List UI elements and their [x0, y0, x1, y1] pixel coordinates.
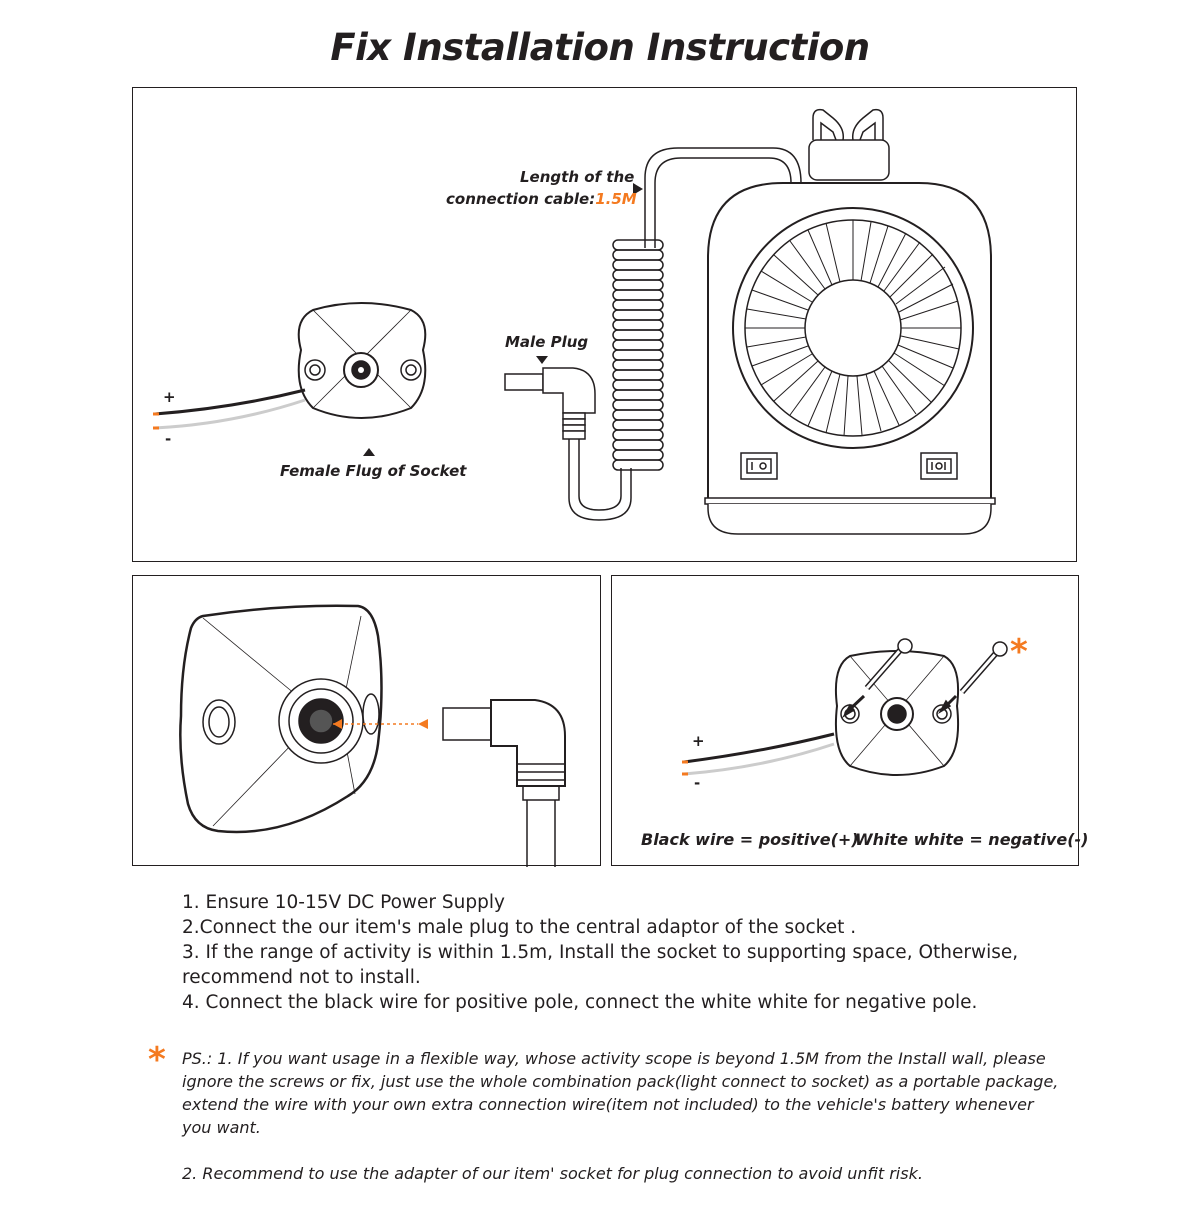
cable-length-label-line2: connection cable:1.5M — [446, 190, 637, 208]
plug-connection-illustration — [179, 604, 566, 867]
plus-sign: + — [692, 732, 705, 750]
wiring-illustration — [682, 638, 1008, 776]
step-2: 2.Connect the our item's male plug to th… — [182, 917, 857, 938]
male-plug-label: Male Plug — [505, 333, 589, 351]
instruction-steps: 1. Ensure 10-15V DC Power Supply 2.Conne… — [182, 890, 1042, 1015]
black-wire-label: Black wire = positive(+) — [641, 830, 859, 849]
male-plug — [504, 367, 632, 521]
minus-sign: - — [694, 774, 701, 792]
female-socket-label: Female Flug of Socket — [280, 462, 467, 480]
minus-sign: - — [165, 430, 172, 448]
ps-notes: PS.: 1. If you want usage in a flexible … — [182, 1047, 1062, 1208]
ps-note-2: 2. Recommend to use the adapter of our i… — [182, 1164, 923, 1183]
cable-length-label-line1: Length of the — [520, 168, 635, 186]
top-diagram-panel: Length of the connection cable:1.5M Male… — [132, 87, 1077, 562]
ps-note-1: PS.: 1. If you want usage in a flexible … — [182, 1049, 1059, 1137]
light-housing — [704, 108, 996, 535]
asterisk-note-icon: * — [148, 1040, 166, 1080]
step-4: 4. Connect the black wire for positive p… — [182, 992, 978, 1013]
page-title: Fix Installation Instruction — [330, 26, 870, 69]
cable-length-value: 1.5M — [595, 190, 637, 208]
female-socket-plate — [297, 302, 427, 419]
step-1: 1. Ensure 10-15V DC Power Supply — [182, 892, 505, 913]
wiring-panel: * + - Black wire = positive(+) White whi… — [611, 575, 1088, 866]
device-illustration — [153, 108, 996, 535]
plug-connection-panel — [132, 575, 601, 867]
coiled-cable — [612, 147, 802, 471]
white-wire-label: White white = negative(-) — [855, 830, 1089, 849]
asterisk-marker: * — [1010, 632, 1028, 672]
plus-sign: + — [163, 388, 176, 406]
step-3: 3. If the range of activity is within 1.… — [182, 942, 1019, 988]
cable-length-label-text: connection cable: — [446, 190, 596, 208]
